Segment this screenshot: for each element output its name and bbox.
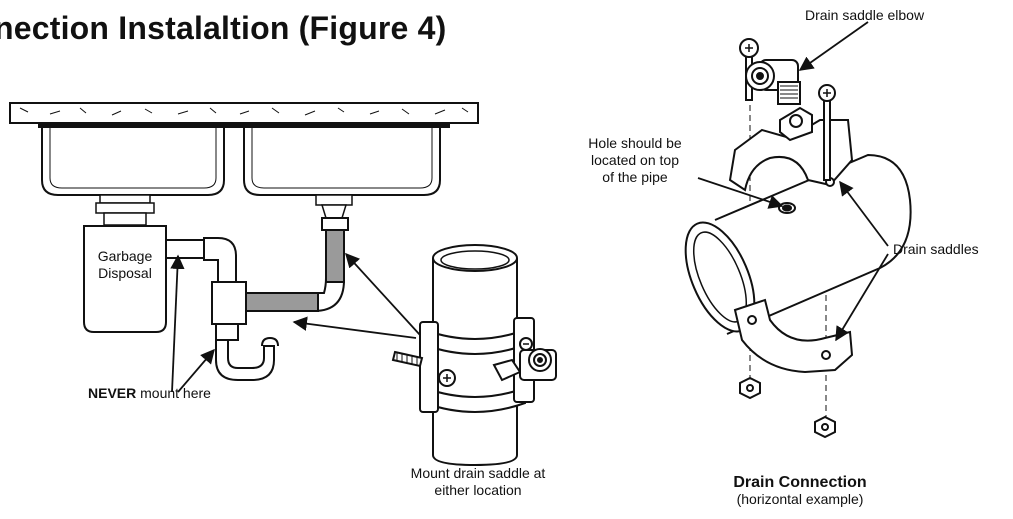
page-title: nection Instalaltion (Figure 4): [0, 10, 447, 46]
never-mount-rest: mount here: [136, 385, 211, 401]
arrow-saddle-top: [839, 180, 889, 247]
arrow-never-top: [170, 254, 185, 393]
caption-title: Drain Connection: [733, 474, 867, 491]
sink-bowl-left: [41, 128, 225, 226]
garbage-disposal-label: Garbage Disposal: [84, 248, 166, 282]
arrow-hole: [697, 177, 784, 209]
arrow-elbow: [798, 21, 869, 71]
annotation-arrows: [170, 21, 889, 393]
never-mount-label: NEVER mount here: [88, 385, 211, 402]
hole-location-line1: Hole should be: [588, 135, 682, 151]
garbage-disposal-label-line1: Garbage: [97, 248, 153, 264]
drain-connection-caption: Drain Connection (horizontal example): [680, 474, 920, 508]
arrow-never-bottom: [177, 348, 215, 393]
arrow-mount-top: [345, 252, 421, 336]
mount-saddle-line1: Mount drain saddle at: [410, 465, 546, 481]
drain-saddle-elbow-label: Drain saddle elbow: [805, 7, 925, 23]
exploded-drain-connection: [684, 38, 912, 439]
sink-bowl-right: [243, 128, 441, 219]
mount-saddle-line2: either location: [434, 482, 522, 498]
never-mount-bold: NEVER: [88, 385, 137, 401]
caption-subtitle: (horizontal example): [736, 491, 864, 507]
vertical-pipe-saddle: [391, 244, 557, 467]
mount-saddle-label: Mount drain saddle at either location: [378, 465, 578, 499]
drain-saddles-label: Drain saddles: [893, 241, 979, 257]
countertop: [9, 102, 479, 128]
drain-plumbing: [165, 217, 349, 381]
garbage-disposal: [83, 225, 167, 333]
hole-location-label: Hole should be located on top of the pip…: [560, 135, 710, 186]
hole-location-line3: of the pipe: [602, 169, 668, 185]
hole-location-line2: located on top: [591, 152, 679, 168]
garbage-disposal-label-line2: Disposal: [98, 265, 152, 281]
arrow-mount-bottom: [292, 316, 417, 339]
arrow-saddle-bottom: [835, 253, 889, 342]
